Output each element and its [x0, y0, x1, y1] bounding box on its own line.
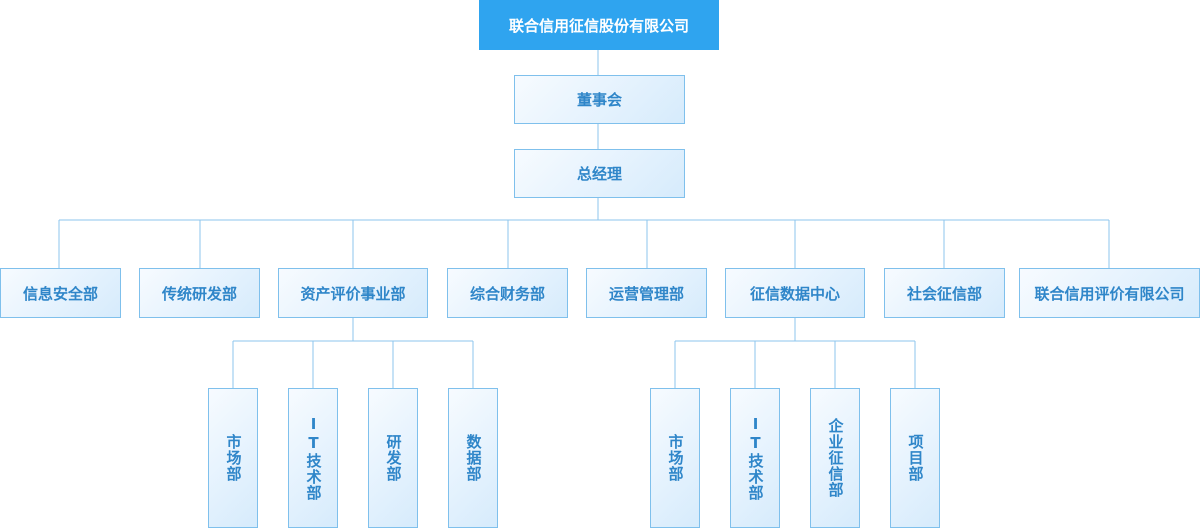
dept-info-security: 信息安全部	[0, 268, 121, 318]
dept-label: 联合信用评价有限公司	[1034, 284, 1185, 303]
subdept-label: 研发部	[384, 434, 403, 482]
board-node: 董事会	[514, 75, 685, 124]
data-center-subdept-enterprise-credit: 企业征信部	[810, 388, 860, 528]
asset-eval-subdept-data: 数据部	[448, 388, 498, 528]
root-company-label: 联合信用征信股份有限公司	[508, 16, 689, 35]
dept-label: 资产评价事业部	[300, 284, 406, 303]
subdept-label: IT技术部	[746, 415, 765, 501]
subdept-label: IT技术部	[304, 415, 323, 501]
dept-label: 综合财务部	[469, 284, 545, 303]
dept-label: 征信数据中心	[749, 284, 840, 303]
subdept-label: 企业征信部	[826, 418, 845, 498]
dept-label: 运营管理部	[608, 284, 684, 303]
general-manager-label: 总经理	[576, 165, 622, 183]
dept-credit-rating-company: 联合信用评价有限公司	[1019, 268, 1200, 318]
dept-asset-evaluation: 资产评价事业部	[278, 268, 428, 318]
subdept-label: 数据部	[464, 434, 483, 482]
dept-data-center: 征信数据中心	[725, 268, 865, 318]
dept-operations: 运营管理部	[586, 268, 707, 318]
subdept-label: 市场部	[224, 434, 243, 482]
data-center-subdept-project: 项目部	[890, 388, 940, 528]
dept-label: 传统研发部	[161, 284, 237, 303]
dept-label: 信息安全部	[22, 284, 98, 303]
data-center-subdept-market: 市场部	[650, 388, 700, 528]
asset-eval-subdept-market: 市场部	[208, 388, 258, 528]
root-company-node: 联合信用征信股份有限公司	[479, 0, 719, 50]
board-label: 董事会	[576, 91, 622, 109]
dept-finance: 综合财务部	[447, 268, 568, 318]
subdept-label: 项目部	[906, 434, 925, 482]
dept-traditional-rd: 传统研发部	[139, 268, 260, 318]
data-center-subdept-it: IT技术部	[730, 388, 780, 528]
asset-eval-subdept-it: IT技术部	[288, 388, 338, 528]
general-manager-node: 总经理	[514, 149, 685, 198]
subdept-label: 市场部	[666, 434, 685, 482]
dept-label: 社会征信部	[906, 284, 982, 303]
dept-social-credit: 社会征信部	[884, 268, 1005, 318]
asset-eval-subdept-rd: 研发部	[368, 388, 418, 528]
